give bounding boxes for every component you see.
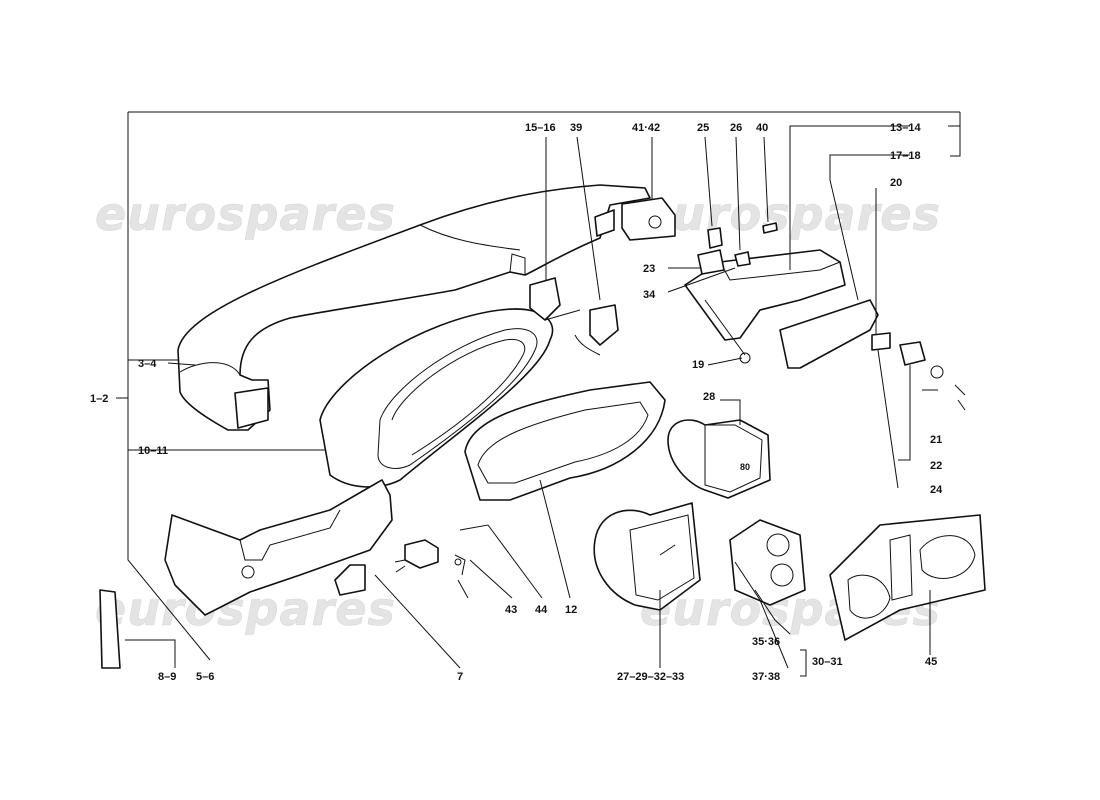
- instrument-panel-frame: [464, 381, 666, 501]
- label-37-38: 37·38: [752, 671, 780, 683]
- label-34: 34: [643, 289, 656, 301]
- label-13-14: 13–14: [890, 122, 921, 134]
- label-30-31: 30–31: [812, 656, 843, 668]
- label-8-9: 8–9: [158, 671, 176, 683]
- label-20: 20: [890, 177, 902, 189]
- bracket-and-relay: [529, 277, 619, 356]
- label-44: 44: [535, 604, 548, 616]
- gauge-mounting-plate: [829, 514, 986, 641]
- side-strip: [99, 589, 121, 669]
- label-39: 39: [570, 122, 582, 134]
- watermark-top-left: eurospares: [95, 187, 396, 241]
- lock-parts: [871, 332, 966, 411]
- label-5-6: 5–6: [196, 671, 214, 683]
- label-21: 21: [930, 434, 942, 446]
- gauge-28-face-mark: 80: [740, 462, 750, 472]
- label-27-29-32-33: 27–29–32–33: [617, 671, 684, 683]
- label-22: 22: [930, 460, 942, 472]
- instrument-hood: [319, 308, 554, 488]
- label-10-11: 10–11: [138, 445, 168, 457]
- label-12: 12: [565, 604, 577, 616]
- label-24: 24: [930, 484, 943, 496]
- assembly-frame: [116, 111, 961, 661]
- glovebox-assembly: [684, 222, 879, 369]
- label-1-2: 1–2: [90, 393, 108, 405]
- lower-trim-panel: [164, 479, 393, 616]
- label-41-42: 41·42: [632, 122, 660, 134]
- label-3-4: 3–4: [138, 358, 157, 370]
- label-35-36: 35·36: [752, 636, 780, 648]
- label-43: 43: [505, 604, 517, 616]
- gauge-28: 80: [667, 419, 771, 499]
- label-7: 7: [457, 671, 463, 683]
- label-28: 28: [703, 391, 715, 403]
- label-45: 45: [925, 656, 937, 668]
- speedometer-gauge: [593, 502, 701, 611]
- label-19: 19: [692, 359, 704, 371]
- twin-gauge-cluster: [729, 519, 806, 606]
- label-40: 40: [756, 122, 768, 134]
- label-25: 25: [697, 122, 709, 134]
- label-26: 26: [730, 122, 742, 134]
- dashboard-top-shell: [177, 184, 651, 431]
- label-15-16: 15–16: [525, 122, 556, 134]
- switch-box: [621, 197, 676, 241]
- label-17-18: 17–18: [890, 150, 921, 162]
- switch-with-keys: [394, 539, 469, 599]
- label-23: 23: [643, 263, 655, 275]
- part-number-labels: 15–16 39 41·42 25 26 40 13–14 17–18 20 2…: [90, 122, 943, 683]
- leader-lines: [125, 125, 938, 677]
